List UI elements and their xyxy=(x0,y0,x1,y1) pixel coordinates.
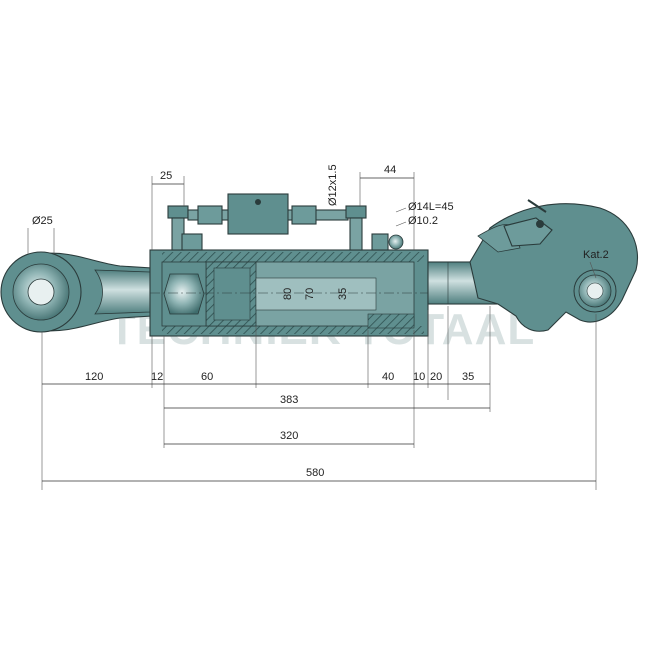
dim-20: 20 xyxy=(430,371,442,383)
dim-320: 320 xyxy=(280,430,298,442)
diameter-70-label: 70 xyxy=(304,288,316,300)
dim-120: 120 xyxy=(85,371,103,383)
dim-10: 10 xyxy=(413,371,425,383)
top-width-label: 25 xyxy=(160,170,172,182)
labels: Ø25 Kat.2 25 Ø12x1.5 44 Ø14L=45 Ø10.2 80… xyxy=(27,164,609,300)
dim-35: 35 xyxy=(462,371,474,383)
cylinder-body xyxy=(149,249,470,337)
dim-383: 383 xyxy=(280,394,298,406)
dim-580: 580 xyxy=(306,467,324,479)
dimensions: 120 12 60 40 10 20 35 383 320 580 xyxy=(41,306,597,490)
category-label: Kat.2 xyxy=(583,249,609,261)
pin-label: Ø14L=45 xyxy=(408,201,454,213)
dim-60: 60 xyxy=(201,371,213,383)
diameter-80-label: 80 xyxy=(282,288,294,300)
right-rod-and-hook xyxy=(427,199,638,332)
dim-40: 40 xyxy=(382,371,394,383)
top-spacing-label: 44 xyxy=(384,164,396,176)
ball-diameter-label: Ø25 xyxy=(32,215,53,227)
diameter-35-label: 35 xyxy=(337,288,349,300)
thread-label: Ø12x1.5 xyxy=(327,164,339,206)
dim-12: 12 xyxy=(151,371,163,383)
hydraulic-fittings xyxy=(167,193,404,251)
pin-hole-label: Ø10.2 xyxy=(408,215,438,227)
